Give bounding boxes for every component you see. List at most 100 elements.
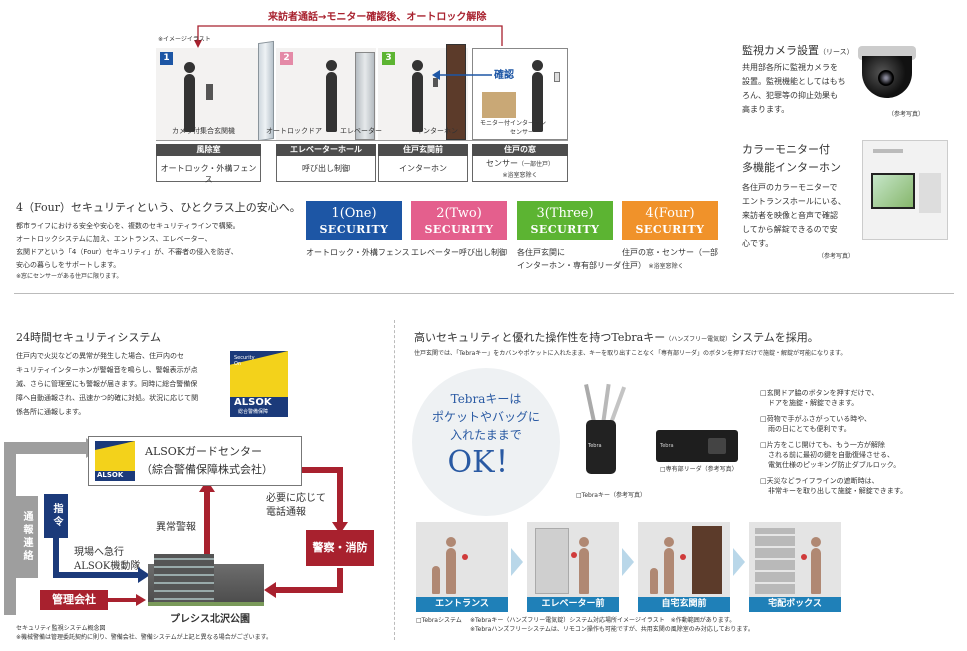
camera-title: 監視カメラ設置（リース） [742, 44, 854, 57]
monitor-title: カラーモニター付 多機能インターホン [742, 143, 841, 174]
horizontal-divider [14, 293, 954, 294]
scene-label-2: エレベーター前 [527, 597, 619, 612]
alsok-note-1: セキュリティ監視システム概念図 [16, 625, 106, 632]
hitsuyou-label: 必要に応じて 電話通報 [266, 493, 326, 518]
four-security-heading: 4（Four）セキュリティという、ひとクラス上の安心へ。 [16, 201, 301, 214]
monitor-intercom-icon [554, 72, 560, 82]
label-elevator: エレベーター [340, 127, 382, 135]
tebra-heading: 高いセキュリティと優れた操作性を持つTebraキー（ハンズフリー電気錠）システム… [414, 331, 819, 344]
zone-body-2: 呼び出し制御 [276, 156, 376, 182]
tebra-footer-2: ※Tebraハンズフリーシステムは、リモコン操作も可能ですが、共用玄関の風除室の… [470, 626, 754, 633]
security-card-1: 1(One) SECURITY [306, 201, 402, 240]
tebra-footer-1: ※Tebraキー（ハンズフリー電気錠）システム対応場所イメージイラスト ※作動範… [470, 617, 736, 624]
zone-head-4: 住戸の窓 [472, 144, 568, 156]
kitchen-counter [482, 92, 516, 118]
tebra-feature-1: □玄関ドア脇のボタンを押すだけで、 ドアを施錠・解錠できます。 [760, 389, 879, 407]
tebra-key-photo: Tebra [576, 383, 646, 488]
vertical-divider [394, 320, 395, 640]
scene-chevron-3 [733, 548, 745, 576]
flow-banner-arrow [194, 25, 503, 48]
tebra-feature-list: □玄関ドア脇のボタンを押すだけで、 ドアを施錠・解錠できます。 □荷物で手がふさ… [760, 388, 956, 496]
zone-body-4: センサー（一部住戸） ※浴室窓除く [472, 156, 568, 182]
ok-circle-line-3: 入れたままで [450, 428, 522, 442]
top-flow-diagram: 来訪者通話→モニター確認後、オートロック解除 ※イメージイラスト 1 2 3 4… [150, 8, 570, 190]
alsok-heading: 24時間セキュリティシステム [16, 331, 162, 344]
four-security-text: 都市ライフにおける安全や安心を、複数のセキュリティラインで構築。 オートロックシ… [16, 222, 240, 280]
security-card-3: 3(Three) SECURITY [517, 201, 613, 240]
alsok-text: 住戸内で火災などの異常が発生した場合、住戸内のセ キュリティインターホンが警報音… [16, 352, 199, 416]
alsok-security-logo: Security On ALSOK 総合警備保障 [230, 351, 288, 417]
security-camera-photo [856, 46, 918, 98]
scene-delivery-box [749, 522, 841, 597]
building-photo [148, 554, 264, 606]
tebra-reader-photo: Tebra [656, 430, 738, 462]
tebra-footer-label: □Tebraシステム [416, 617, 462, 624]
building-name: プレシス北沢公園 [170, 614, 250, 625]
ok-circle: Tebraキーは ポケットやバッグに 入れたままで OK！ [412, 368, 560, 516]
visitor-silhouette-2 [326, 60, 337, 132]
security-card-4: 4(Four) SECURITY [622, 201, 718, 240]
scene-home-door [638, 522, 730, 597]
security-caption-3: 各住戸玄関に インターホン・専有部リーダ [517, 248, 621, 270]
ijou-label: 異常警報 [156, 522, 196, 533]
security-caption-2: エレベーター呼び出し制御 [411, 248, 507, 257]
elevator-door [355, 52, 375, 140]
tebra-reader-caption: □専有部リーダ（参考写真） [660, 466, 738, 473]
alsok-note-2: ※機械警備は管理委託契約に則り、警備会社、警備システムが上記と異なる場合がござい… [16, 634, 273, 641]
tebra-feature-2: □荷物で手がふさがっている時や、 雨の日にとても便利です。 [760, 415, 872, 433]
monitor-text: 各住戸のカラーモニターで エントランスホールにいる、 来訪者を映像と音声で確認 … [742, 183, 846, 248]
tebra-subtext: 住戸玄関では、「Tebraキー」をカバンやポケットに入れたまま、キーを取り出すこ… [414, 350, 847, 357]
entrance-panel-icon [206, 84, 213, 100]
police-fire-box: 警察・消防 [306, 530, 374, 566]
stage-number-1: 1 [160, 52, 173, 65]
monitor-photo-note: （参考写真） [818, 253, 855, 260]
resident-silhouette [532, 60, 543, 132]
image-note: ※イメージイラスト [158, 36, 211, 43]
alsok-flow-diagram: ALSOK ALSOKガードセンター （綜合警備保障株式会社） 通報連絡 指令 … [0, 430, 392, 625]
label-autolock-door: オートロックドア [266, 127, 322, 135]
label-sensor: センサー [510, 129, 535, 136]
stage-number-2: 2 [280, 52, 293, 65]
intercom-monitor-photo [862, 140, 948, 240]
zone-head-1: 風除室 [156, 144, 261, 156]
apartment-door [446, 44, 466, 140]
zone-body-1: オートロック・外構フェンス [156, 156, 261, 184]
label-intercom: インターホン [416, 127, 458, 135]
scene-label-1: エントランス [416, 597, 508, 612]
zone-head-3: 住戸玄関前 [378, 144, 468, 156]
scene-chevron-1 [511, 548, 523, 576]
zone-head-2: エレベーターホール [276, 144, 376, 156]
scene-label-3: 自宅玄関前 [638, 597, 730, 612]
center-title: ALSOKガードセンター [145, 445, 263, 458]
camera-text: 共用部各所に監視カメラを 設置。監視機能としてはもち ろん、犯罪等の抑止効果も … [742, 63, 846, 114]
security-card-2: 2(Two) SECURITY [411, 201, 507, 240]
genba-label: 現場へ急行 ALSOK機動隊 [74, 547, 141, 572]
shirei-label: 指令 [44, 494, 68, 538]
tebra-key-caption: □Tebraキー（参考写真） [576, 492, 646, 499]
tebra-feature-4: □天災などライフラインの遮断時は、 非常キーを取り出して施錠・解錠できます。 [760, 477, 908, 495]
security-caption-1: オートロック・外構フェンス [306, 248, 410, 257]
ok-circle-line-2: ポケットやバッグに [431, 410, 540, 424]
label-monitor-intercom: モニター付インターホン [480, 120, 547, 127]
floor-line [156, 140, 568, 141]
alsok-guard-center-box: ALSOK ALSOKガードセンター （綜合警備保障株式会社） [88, 436, 302, 486]
visitor-silhouette-3 [412, 60, 423, 132]
scene-elevator [527, 522, 619, 597]
scene-entrance [416, 522, 508, 597]
kanri-company-box: 管理会社 [40, 590, 108, 610]
flow-banner: 来訪者通話→モニター確認後、オートロック解除 [268, 12, 487, 23]
tebra-feature-3: □片方をこじ開けても、もう一方が解除 される前に最初の鍵を自動復帰させる、 電気… [760, 441, 901, 469]
tsuho-renraku-label: 通報連絡 [14, 496, 38, 578]
ok-text: OK！ [447, 445, 525, 480]
security-caption-4: 住戸の窓・センサー（一部 住戸） ※浴室窓除く [622, 248, 718, 270]
intercom-icon [433, 78, 438, 87]
scene-chevron-2 [622, 548, 634, 576]
kakunin-arrow [432, 70, 492, 80]
label-entrance-panel: カメラ付集合玄関機 [172, 127, 235, 135]
center-subtitle: （綜合警備保障株式会社） [141, 463, 273, 476]
ok-circle-line-1: Tebraキーは [450, 392, 522, 406]
visitor-silhouette-1 [184, 62, 195, 132]
center-alsok-logo: ALSOK [95, 441, 135, 481]
stage-number-3: 3 [382, 52, 395, 65]
camera-photo-note: （参考写真） [888, 111, 925, 118]
